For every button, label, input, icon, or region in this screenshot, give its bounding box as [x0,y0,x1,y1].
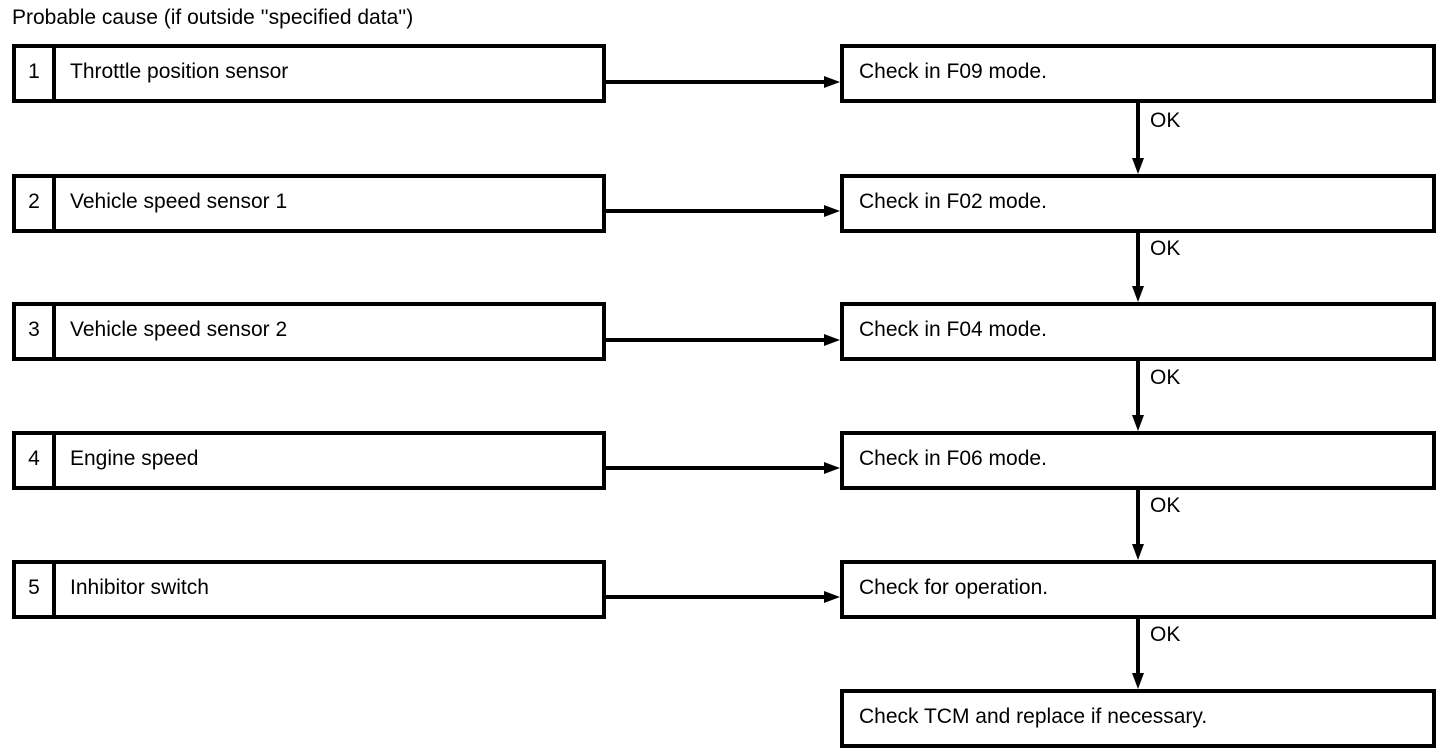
arrow-right-3 [606,334,840,346]
cause-box-2: 2 Vehicle speed sensor 1 [12,174,606,233]
check-box-1: Check in F09 mode. [840,44,1436,103]
arrow-down-1 [1132,103,1144,174]
ok-label-2: OK [1150,237,1181,260]
arrow-down-4 [1132,490,1144,560]
cause-number: 3 [16,306,56,357]
check-box-3: Check in F04 mode. [840,302,1436,361]
check-box-2: Check in F02 mode. [840,174,1436,233]
cause-label: Throttle position sensor [70,60,289,83]
ok-label-3: OK [1150,366,1181,389]
cause-box-1: 1 Throttle position sensor [12,44,606,103]
ok-label-5: OK [1150,623,1181,646]
ok-label-4: OK [1150,494,1181,517]
cause-number: 1 [16,48,56,99]
cause-number: 5 [16,564,56,615]
check-label: Check in F09 mode. [859,60,1047,83]
check-label: Check in F02 mode. [859,190,1047,213]
check-label: Check TCM and replace if necessary. [859,705,1208,728]
check-box-5: Check for operation. [840,560,1436,619]
cause-box-5: 5 Inhibitor switch [12,560,606,619]
arrow-right-1 [606,76,840,88]
arrow-right-4 [606,462,840,474]
check-box-6: Check TCM and replace if necessary. [840,689,1436,748]
cause-label: Vehicle speed sensor 2 [70,318,288,341]
arrow-down-3 [1132,361,1144,431]
cause-label: Vehicle speed sensor 1 [70,190,288,213]
cause-box-4: 4 Engine speed [12,431,606,490]
check-box-4: Check in F06 mode. [840,431,1436,490]
check-label: Check for operation. [859,576,1049,599]
arrow-down-2 [1132,233,1144,302]
diagram-heading: Probable cause (if outside ''specified d… [12,6,414,29]
ok-label-1: OK [1150,109,1181,132]
arrow-right-2 [606,205,840,217]
cause-number: 2 [16,178,56,229]
cause-box-3: 3 Vehicle speed sensor 2 [12,302,606,361]
cause-number: 4 [16,435,56,486]
cause-label: Inhibitor switch [70,576,209,599]
arrow-down-5 [1132,619,1144,689]
cause-label: Engine speed [70,447,199,470]
check-label: Check in F04 mode. [859,318,1047,341]
arrow-right-5 [606,591,840,603]
check-label: Check in F06 mode. [859,447,1047,470]
